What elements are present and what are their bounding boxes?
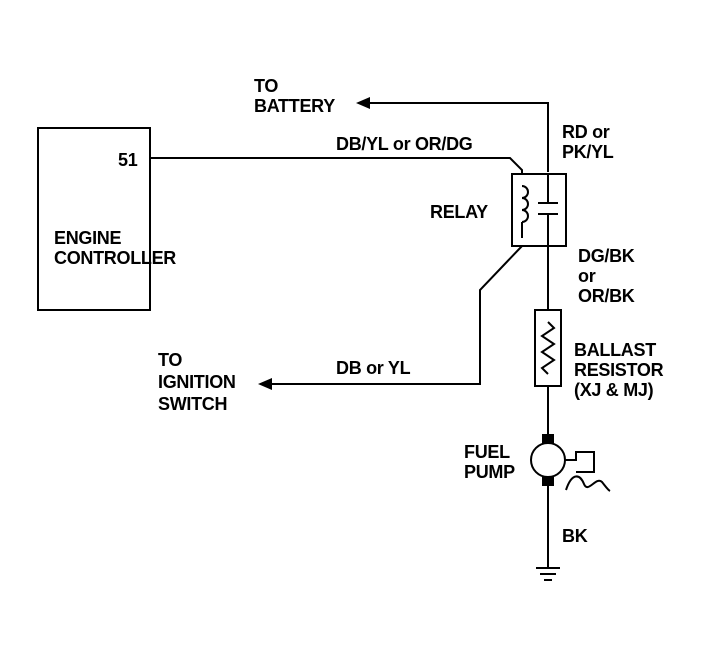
relay-label: RELAY	[430, 202, 488, 222]
relay-coil-icon	[521, 185, 529, 223]
relay-out-color-line2: or	[578, 266, 596, 286]
controller-wire-color: DB/YL or OR/DG	[336, 134, 473, 154]
relay-to-ignition-wire	[272, 245, 523, 385]
pump-wave-lead-icon	[565, 451, 595, 473]
ground-wire-color: BK	[562, 526, 588, 546]
pump-wave-icon	[565, 475, 611, 492]
resistor-label-line3: (XJ & MJ)	[574, 380, 654, 400]
controller-label-line2: CONTROLLER	[54, 248, 176, 268]
ignition-arrow-icon	[258, 378, 272, 390]
battery-feed-wire	[368, 102, 549, 172]
controller-label-line1: ENGINE	[54, 228, 122, 248]
ground-icon	[536, 567, 560, 581]
pump-label-line1: FUEL	[464, 442, 510, 462]
relay-box	[511, 173, 567, 247]
relay-out-color-line3: OR/BK	[578, 286, 635, 306]
resistor-label-line1: BALLAST	[574, 340, 656, 360]
battery-wire-color-line2: PK/YL	[562, 142, 614, 162]
battery-wire-color-line1: RD or	[562, 122, 610, 142]
pump-bottom-terminal-icon	[542, 476, 554, 486]
battery-arrow-icon	[356, 97, 370, 109]
resistor-label-line2: RESISTOR	[574, 360, 664, 380]
pump-top-terminal-icon	[542, 434, 554, 444]
battery-label-line1: TO	[254, 76, 279, 96]
engine-controller-box	[37, 127, 151, 311]
relay-contact-icon	[538, 174, 558, 246]
ignition-label-line1: TO	[158, 350, 183, 370]
ignition-label-line3: SWITCH	[158, 394, 228, 414]
fuel-pump-icon	[530, 442, 566, 478]
relay-out-color-line1: DG/BK	[578, 246, 635, 266]
controller-pin-label: 51	[118, 150, 138, 170]
ignition-wire-color: DB or YL	[336, 358, 411, 378]
controller-to-relay-wire	[150, 157, 523, 180]
resistor-zigzag-icon	[540, 321, 556, 375]
battery-label-line2: BATTERY	[254, 96, 335, 116]
pump-label-line2: PUMP	[464, 462, 515, 482]
ignition-label-line2: IGNITION	[158, 372, 236, 392]
